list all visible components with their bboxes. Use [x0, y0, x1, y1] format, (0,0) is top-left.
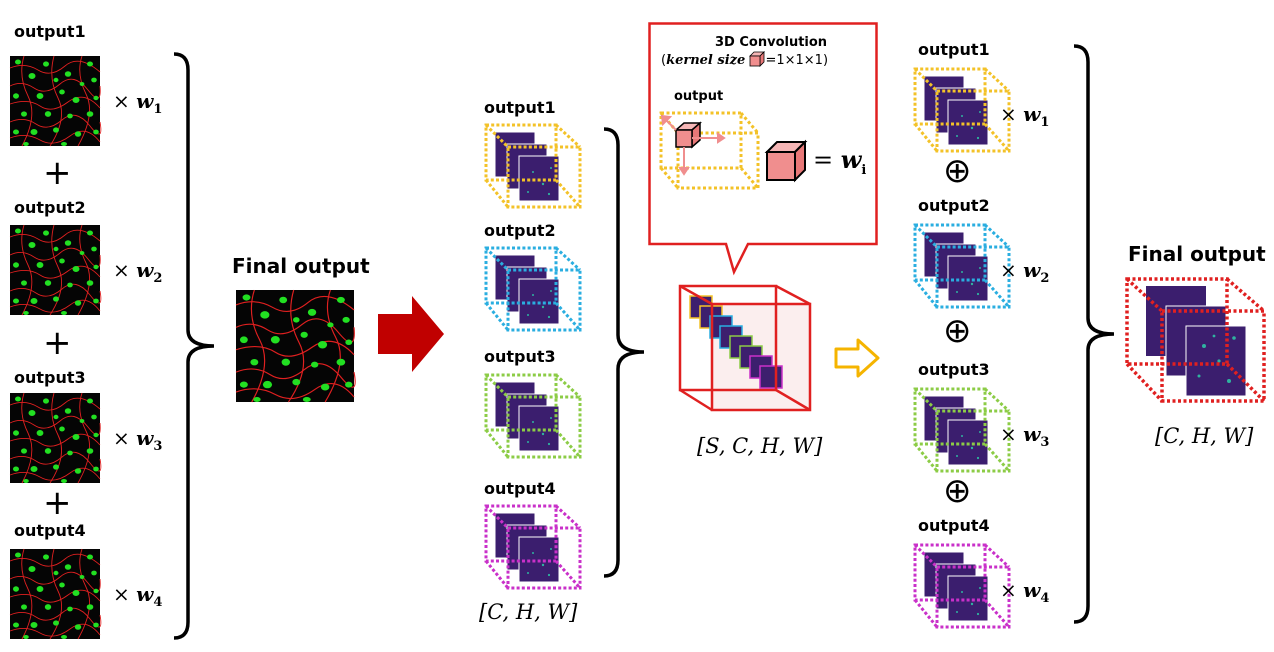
right-stack-output3 [912, 386, 1012, 476]
mid-label-output1: output1 [484, 98, 556, 117]
callout-box [648, 22, 878, 276]
output3-cell-image [9, 392, 102, 484]
right-weight-1: × w1 [1000, 102, 1050, 130]
right-weight-4: × w4 [1000, 578, 1050, 606]
mid-stack-output3 [483, 372, 583, 462]
right-label-output4: output4 [918, 516, 990, 535]
oplus-sign-1: ⊕ [943, 151, 972, 191]
mid-stack-output1 [483, 122, 583, 212]
right-label-output3: output3 [918, 360, 990, 379]
left-final-output-label: Final output [232, 254, 370, 278]
oplus-sign-2: ⊕ [943, 311, 972, 351]
kernel-weight-cube-icon [764, 139, 808, 183]
mid-stack-output2 [483, 245, 583, 335]
stacked-dims-label: [S, C, H, W] [697, 434, 823, 458]
middle-dims-label: [C, H, W] [479, 600, 578, 624]
left-label-output3: output3 [14, 368, 86, 387]
right-label-output2: output2 [918, 196, 990, 215]
left-label-output1: output1 [14, 22, 86, 41]
final-output-cell-image [235, 289, 356, 403]
left-label-output4: output4 [14, 521, 86, 540]
right-final-output-label: Final output [1128, 242, 1266, 266]
final-output-volume [1125, 277, 1266, 403]
mid-label-output2: output2 [484, 221, 556, 240]
kernel-weight-eq: = wi [813, 145, 867, 178]
plus-sign-1: + [43, 153, 72, 193]
left-weight-1: × w1 [113, 89, 163, 117]
left-weight-3: × w3 [113, 426, 163, 454]
right-stack-output4 [912, 542, 1012, 632]
right-brace [1073, 44, 1115, 624]
kernel-cube-icon [749, 51, 766, 67]
yellow-arrow-icon [834, 338, 880, 378]
left-brace [173, 52, 215, 640]
output2-cell-image [9, 224, 102, 316]
output1-cell-image [9, 55, 102, 147]
mid-label-output4: output4 [484, 479, 556, 498]
left-label-output2: output2 [14, 198, 86, 217]
conv-title: 3D Convolution [715, 35, 828, 50]
right-stack-output2 [912, 222, 1012, 312]
output4-cell-image [9, 548, 102, 640]
right-label-output1: output1 [918, 40, 990, 59]
conv-output-volume [659, 111, 760, 190]
red-arrow-icon [378, 296, 444, 372]
plus-sign-3: + [43, 483, 72, 523]
kernel-size-note: (kernel size =1×1×1) [661, 51, 829, 68]
oplus-sign-3: ⊕ [943, 471, 972, 511]
plus-sign-2: + [43, 323, 72, 363]
right-dims-label: [C, H, W] [1155, 424, 1254, 448]
right-stack-output1 [912, 66, 1012, 156]
stacked-volume [678, 284, 812, 412]
left-weight-2: × w2 [113, 258, 163, 286]
mid-label-output3: output3 [484, 347, 556, 366]
middle-brace [603, 127, 645, 578]
conv-output-label: output [674, 89, 724, 104]
mid-stack-output4 [483, 503, 583, 593]
right-weight-3: × w3 [1000, 422, 1050, 450]
left-weight-4: × w4 [113, 582, 163, 610]
right-weight-2: × w2 [1000, 258, 1050, 286]
